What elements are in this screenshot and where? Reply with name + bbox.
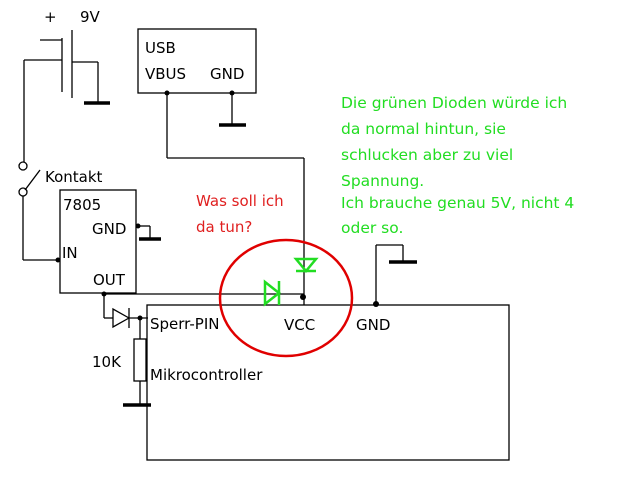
explanation-line: da normal hintun, sie [341,120,506,138]
usb-box [137,28,257,94]
question-line: da tun? [196,218,252,236]
microcontroller-box [146,304,510,461]
mcu-pin-sperr: Sperr-PIN [150,315,220,333]
switch-label: Kontakt [45,168,103,186]
regulator-out-label: OUT [93,271,126,289]
battery-voltage-label: 9V [80,8,101,26]
regulator-in-label: IN [62,244,78,262]
battery-icon [24,30,110,105]
regulator-box [59,189,137,294]
diode-icon [112,307,131,329]
question-line: Was soll ich [196,192,284,210]
gnd-junction [373,301,379,307]
regulator-gnd-label: GND [92,220,126,238]
vcc-junction [300,294,306,300]
usb-gnd-label: GND [210,65,244,83]
explanation-line: Die grünen Dioden würde ich [341,94,567,112]
mcu-pin-vcc: VCC [284,316,315,334]
resistor-icon [133,338,147,382]
explanation-line: Spannung. [341,172,424,190]
explanation-line: oder so. [341,219,403,237]
usb-vbus-label: VBUS [145,65,186,83]
mcu-name: Mikrocontroller [150,366,263,384]
led-icon [263,279,282,307]
explanation-line: schlucken aber zu viel [341,146,513,164]
led-icon [293,257,319,273]
mcu-pin-gnd: GND [356,316,390,334]
question-note: Was soll ich da tun? [196,192,288,236]
switch-icon [18,161,41,197]
usb-title: USB [145,39,176,57]
battery-plus-label: + [44,8,57,26]
regulator-name: 7805 [63,196,101,214]
highlight-circle [218,238,354,358]
explanation-note: Die grünen Dioden würde ich da normal hi… [341,94,579,237]
explanation-line: Ich brauche genau 5V, nicht 4 [341,194,574,212]
resistor-label: 10K [92,353,122,371]
junction-in [55,257,61,263]
